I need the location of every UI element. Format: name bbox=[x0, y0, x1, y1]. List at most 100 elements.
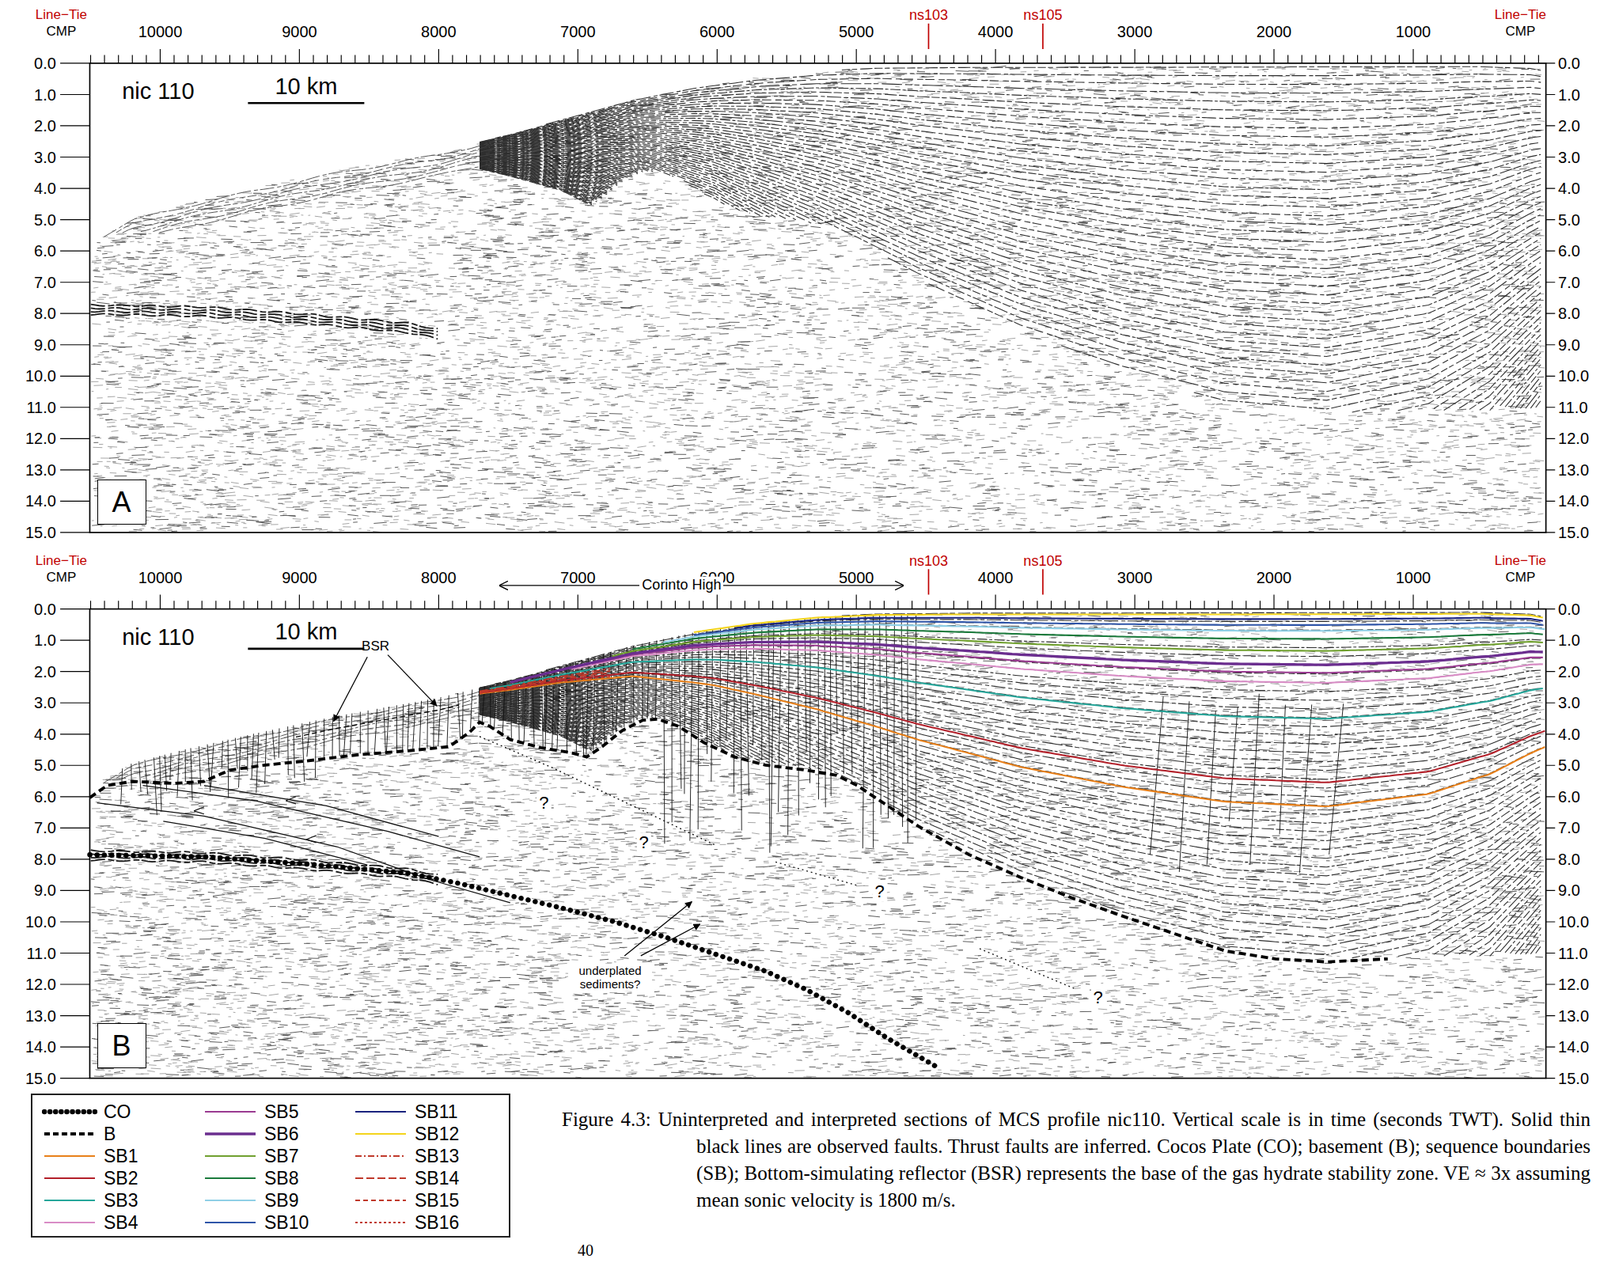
tie-label: Line−Tie bbox=[35, 7, 88, 24]
legend-line bbox=[204, 1110, 256, 1113]
time-label: 2.0 bbox=[34, 117, 57, 136]
time-label: 6.0 bbox=[1558, 242, 1581, 261]
feature-label: BSR bbox=[361, 639, 390, 656]
cmp-number: 4000 bbox=[978, 568, 1014, 587]
cocos-plate-line bbox=[89, 854, 939, 1068]
reflector bbox=[479, 703, 1541, 955]
sequence-boundary bbox=[734, 618, 1543, 629]
legend-sample bbox=[202, 1214, 258, 1231]
time-label: 9.0 bbox=[1558, 881, 1581, 900]
legend-sample bbox=[352, 1170, 409, 1187]
legend-entry: CO bbox=[41, 1101, 132, 1123]
thrust-fault bbox=[204, 785, 440, 837]
reflector bbox=[479, 146, 1541, 366]
time-label: 6.0 bbox=[1558, 787, 1581, 806]
profile-name: nic 110 bbox=[121, 624, 194, 651]
time-label: 5.0 bbox=[1558, 756, 1581, 775]
time-label: 10.0 bbox=[25, 913, 57, 932]
slip-marks bbox=[193, 796, 317, 843]
leader-arrow bbox=[387, 655, 437, 706]
legend-sample bbox=[352, 1103, 409, 1120]
panel-label-box: B bbox=[97, 1023, 147, 1069]
reflector bbox=[479, 671, 1541, 780]
reflector bbox=[479, 168, 592, 205]
legend-entry: SB15 bbox=[352, 1190, 459, 1211]
reflector bbox=[479, 704, 1541, 953]
legend-text: SB12 bbox=[414, 1125, 459, 1144]
reflector bbox=[479, 699, 1541, 954]
question-mark: ? bbox=[636, 832, 652, 853]
legend-entry: SB2 bbox=[41, 1167, 138, 1189]
reflector bbox=[479, 83, 1541, 143]
legend-text: SB6 bbox=[264, 1125, 299, 1144]
legend-entry: SB3 bbox=[41, 1190, 138, 1211]
time-label: 14.0 bbox=[25, 492, 57, 511]
legend-line bbox=[44, 1109, 95, 1115]
axis-ticks bbox=[60, 49, 1555, 533]
legend-line bbox=[204, 1132, 256, 1135]
time-label: 2.0 bbox=[1558, 662, 1581, 681]
time-label: 4.0 bbox=[1558, 179, 1581, 198]
time-label: 13.0 bbox=[1558, 460, 1589, 479]
legend-sample bbox=[41, 1103, 98, 1120]
legend-entry: SB4 bbox=[41, 1212, 138, 1233]
cmp-number: 8000 bbox=[420, 568, 457, 587]
time-label: 6.0 bbox=[34, 242, 57, 261]
question-mark: ? bbox=[872, 881, 887, 902]
time-label: 12.0 bbox=[1558, 975, 1589, 994]
time-label: 7.0 bbox=[34, 818, 57, 838]
question-mark: ? bbox=[536, 792, 551, 813]
thrust-fault bbox=[143, 785, 481, 857]
reflector bbox=[479, 147, 1541, 383]
sequence-boundary bbox=[663, 624, 1545, 642]
reflector bbox=[479, 663, 1541, 736]
legend-text: SB15 bbox=[414, 1191, 459, 1210]
time-label: 3.0 bbox=[34, 693, 57, 713]
cmp-label: CMP bbox=[1505, 569, 1536, 586]
sequence-boundary bbox=[693, 621, 1544, 636]
time-label: 10.0 bbox=[1558, 913, 1589, 932]
legend-sample bbox=[202, 1103, 258, 1120]
sequence-boundary bbox=[633, 629, 1544, 649]
legend-line bbox=[44, 1177, 95, 1180]
cmp-number: 4000 bbox=[978, 22, 1014, 42]
profile-tie: ns103 bbox=[909, 7, 948, 24]
panel-letter: B bbox=[112, 1028, 132, 1063]
legend-entry: SB7 bbox=[202, 1145, 299, 1167]
time-label: 1.0 bbox=[34, 631, 57, 650]
legend-sample bbox=[41, 1192, 98, 1209]
seismic-texture bbox=[90, 65, 1545, 532]
legend-text: B bbox=[103, 1125, 116, 1144]
legend-line bbox=[44, 1132, 95, 1136]
legend-sample bbox=[352, 1214, 409, 1231]
tie-label: Line−Tie bbox=[1494, 553, 1547, 569]
legend-text: SB4 bbox=[103, 1213, 138, 1233]
time-label: 15.0 bbox=[1558, 1069, 1589, 1088]
figure-caption: Figure 4.3: Uninterpreted and interprete… bbox=[561, 1106, 1591, 1214]
legend-text: SB7 bbox=[264, 1147, 299, 1166]
sequence-boundary bbox=[479, 672, 611, 693]
time-label: 12.0 bbox=[1558, 429, 1589, 448]
time-label: 5.0 bbox=[34, 756, 57, 775]
time-label: 12.0 bbox=[25, 975, 57, 994]
thrust-fault bbox=[97, 803, 511, 903]
time-label: 3.0 bbox=[1558, 147, 1581, 167]
thrust-fault bbox=[163, 821, 368, 865]
sequence-boundary bbox=[510, 641, 1544, 683]
profile-tie: ns103 bbox=[909, 553, 948, 570]
sequence-boundary bbox=[479, 671, 611, 692]
legend-line bbox=[355, 1110, 406, 1113]
reflector bbox=[479, 151, 1541, 413]
reflector bbox=[140, 121, 613, 232]
time-label: 9.0 bbox=[34, 881, 57, 900]
reflector bbox=[479, 701, 1541, 956]
panel-frame bbox=[89, 609, 1546, 1079]
legend-sample bbox=[202, 1192, 258, 1209]
time-label: 7.0 bbox=[34, 272, 57, 292]
sequence-boundary bbox=[571, 648, 1544, 683]
time-label: 8.0 bbox=[1558, 304, 1581, 323]
cmp-number: 5000 bbox=[838, 568, 875, 587]
legend-text: SB14 bbox=[414, 1169, 459, 1188]
reflector bbox=[479, 155, 1541, 407]
